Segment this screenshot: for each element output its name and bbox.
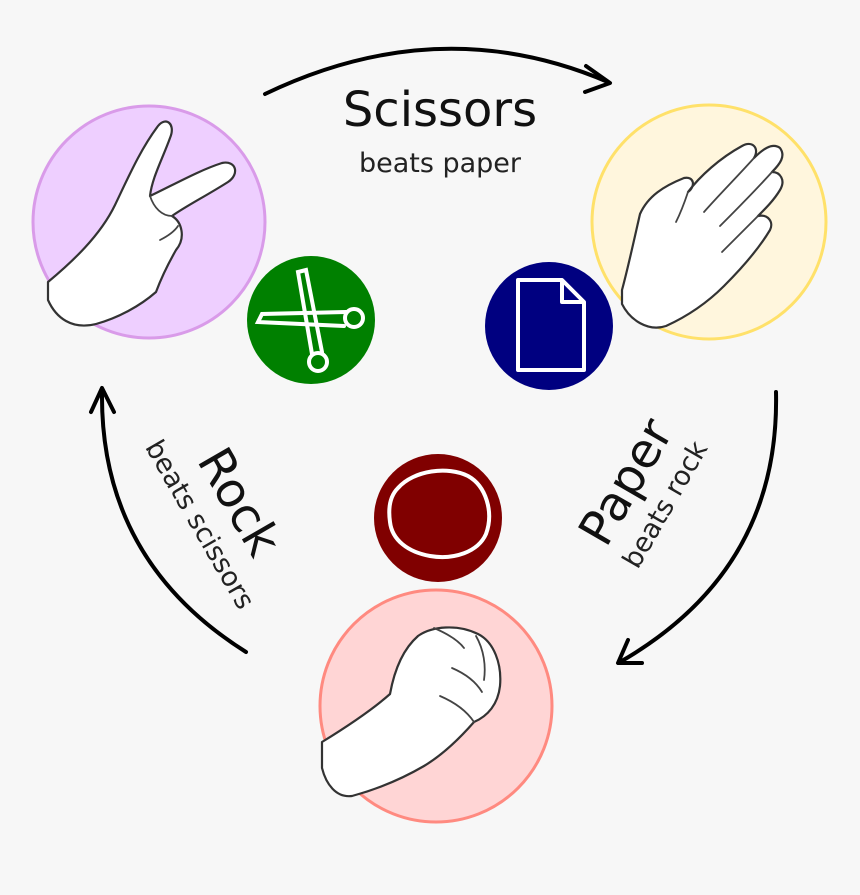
paper-badge — [485, 262, 613, 390]
rock-hand-icon — [320, 626, 502, 798]
scissors-label: Scissors beats paper — [343, 82, 537, 179]
paper-hand-circle — [590, 103, 828, 341]
scissors-hand-icon — [46, 120, 237, 327]
scissors-title: Scissors — [343, 82, 537, 138]
paper-icon — [516, 278, 586, 372]
arrow-scissors-to-paper — [263, 46, 612, 96]
scissors-icon — [254, 267, 365, 373]
rock-icon — [387, 468, 492, 559]
scissors-subtitle: beats paper — [359, 148, 522, 179]
arrow-paper-to-rock — [616, 390, 779, 665]
rock-hand-circle — [318, 588, 554, 824]
paper-label: Paper beats rock — [568, 409, 715, 574]
arrow-rock-to-scissors — [89, 386, 248, 654]
paper-hand-icon — [620, 142, 784, 329]
scissors-badge — [247, 256, 375, 384]
rock-badge — [374, 454, 502, 582]
scissors-hand-circle — [31, 104, 267, 340]
